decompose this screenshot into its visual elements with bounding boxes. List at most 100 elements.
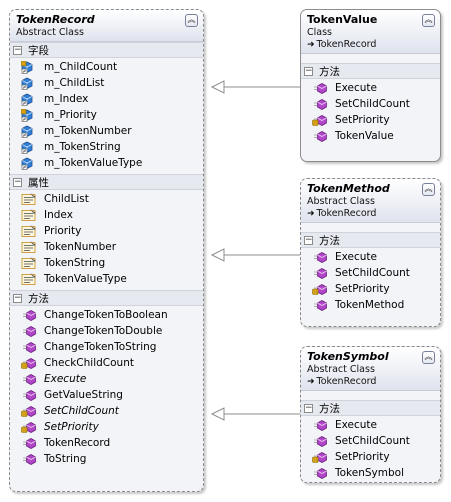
member-row[interactable]: m_TokenString [10,139,203,155]
member-row[interactable]: TokenRecord [10,435,203,451]
collapse-toggle-icon[interactable]: − [304,402,313,413]
double-chevron-up-icon[interactable]: ︽ [422,183,435,196]
member-row[interactable]: Execute [301,417,440,433]
collapse-toggle-icon[interactable]: − [13,176,22,187]
class-token-value[interactable]: TokenValue Class ➜TokenRecord ︽ − 方法 Exe… [300,9,441,162]
member-row[interactable]: ChangeTokenToDouble [10,323,203,339]
collapse-toggle-icon[interactable]: − [304,234,313,245]
member-row[interactable]: m_TokenValueType [10,155,203,171]
member-name: ChangeTokenToString [44,341,157,353]
base-class-label: ➜TokenRecord [307,376,434,388]
field-icon [21,125,37,138]
base-class-name: TokenRecord [316,376,377,387]
class-title: TokenRecord [16,13,95,26]
member-row[interactable]: CheckChildCount [10,355,203,371]
class-header[interactable]: TokenMethod Abstract Class ➜TokenRecord … [301,179,440,223]
member-name: SetChildCount [335,267,410,279]
double-chevron-up-icon[interactable]: ︽ [422,351,435,364]
inheritance-arrow-icon: ➜ [307,377,315,387]
member-name: Execute [335,419,377,431]
member-row[interactable]: Execute [10,371,203,387]
member-row[interactable]: GetValueString [10,387,203,403]
method-icon [312,435,328,448]
member-name: TokenValueType [44,273,127,285]
class-header[interactable]: TokenRecord Abstract Class ︽ [10,10,203,42]
double-chevron-up-icon[interactable]: ︽ [422,14,435,27]
class-token-method[interactable]: TokenMethod Abstract Class ➜TokenRecord … [300,178,441,327]
member-row[interactable]: ChildList [10,191,203,207]
member-row[interactable]: Execute [301,249,440,265]
member-row[interactable]: SetChildCount [301,433,440,449]
member-name: TokenNumber [44,241,117,253]
section-header-properties[interactable]: − 属性 [10,174,203,190]
protected-method-icon [21,421,37,434]
member-row[interactable]: ChangeTokenToString [10,339,203,355]
member-name: TokenMethod [335,299,405,311]
collapse-toggle-icon[interactable]: − [13,44,22,55]
section-header-methods[interactable]: − 方法 [10,290,203,306]
collapse-toggle-icon[interactable]: − [304,65,313,76]
class-header[interactable]: TokenValue Class ➜TokenRecord ︽ [301,10,440,54]
member-row[interactable]: SetPriority [301,281,440,297]
member-row[interactable]: m_ChildCount [10,59,203,75]
section-header-fields[interactable]: − 字段 [10,42,203,58]
field-icon [21,141,37,154]
member-row[interactable]: TokenValue [301,128,440,144]
field-icon [21,157,37,170]
member-row[interactable]: SetChildCount [301,265,440,281]
class-token-record[interactable]: TokenRecord Abstract Class ︽ − 字段 m_Chil… [9,9,204,492]
class-token-symbol[interactable]: TokenSymbol Abstract Class ➜TokenRecord … [300,346,441,483]
member-name: Execute [44,373,87,385]
member-row[interactable]: TokenString [10,255,203,271]
member-row[interactable]: m_Priority [10,107,203,123]
method-icon [21,341,37,354]
collapse-toggle-icon[interactable]: − [13,292,22,303]
section-header-methods[interactable]: − 方法 [301,63,440,79]
method-icon [312,419,328,432]
member-row[interactable]: TokenMethod [301,297,440,313]
section-header-methods[interactable]: − 方法 [301,400,440,416]
property-icon [21,192,37,206]
method-icon [21,437,37,450]
protected-method-icon [21,357,37,370]
method-icon [312,130,328,143]
member-name: m_TokenValueType [44,157,143,169]
double-chevron-up-icon[interactable]: ︽ [185,14,198,27]
member-row[interactable]: SetPriority [10,419,203,435]
method-icon [21,453,37,466]
member-row[interactable]: SetPriority [301,112,440,128]
member-name: ChangeTokenToBoolean [44,309,168,321]
member-row[interactable]: Priority [10,223,203,239]
member-name: Execute [335,251,377,263]
member-row[interactable]: m_Index [10,91,203,107]
protected-method-icon [21,405,37,418]
member-row[interactable]: ToString [10,451,203,467]
member-row[interactable]: SetChildCount [301,96,440,112]
member-name: SetPriority [335,451,390,463]
member-row[interactable]: TokenValueType [10,271,203,287]
field-icon [21,77,37,90]
class-header[interactable]: TokenSymbol Abstract Class ➜TokenRecord … [301,347,440,391]
member-row[interactable]: Execute [301,80,440,96]
property-icon [21,224,37,238]
member-row[interactable]: Index [10,207,203,223]
member-name: m_ChildCount [44,61,118,73]
member-row[interactable]: TokenSymbol [301,465,440,481]
method-icon [312,82,328,95]
member-name: Execute [335,82,377,94]
member-row[interactable]: m_ChildList [10,75,203,91]
section-header-methods[interactable]: − 方法 [301,232,440,248]
member-row[interactable]: TokenNumber [10,239,203,255]
member-row[interactable]: SetChildCount [10,403,203,419]
class-stereotype: Class [307,27,332,38]
member-row[interactable]: SetPriority [301,449,440,465]
member-row[interactable]: ChangeTokenToBoolean [10,307,203,323]
member-name: SetChildCount [335,98,410,110]
protected-method-icon [312,283,328,296]
member-row[interactable]: m_TokenNumber [10,123,203,139]
